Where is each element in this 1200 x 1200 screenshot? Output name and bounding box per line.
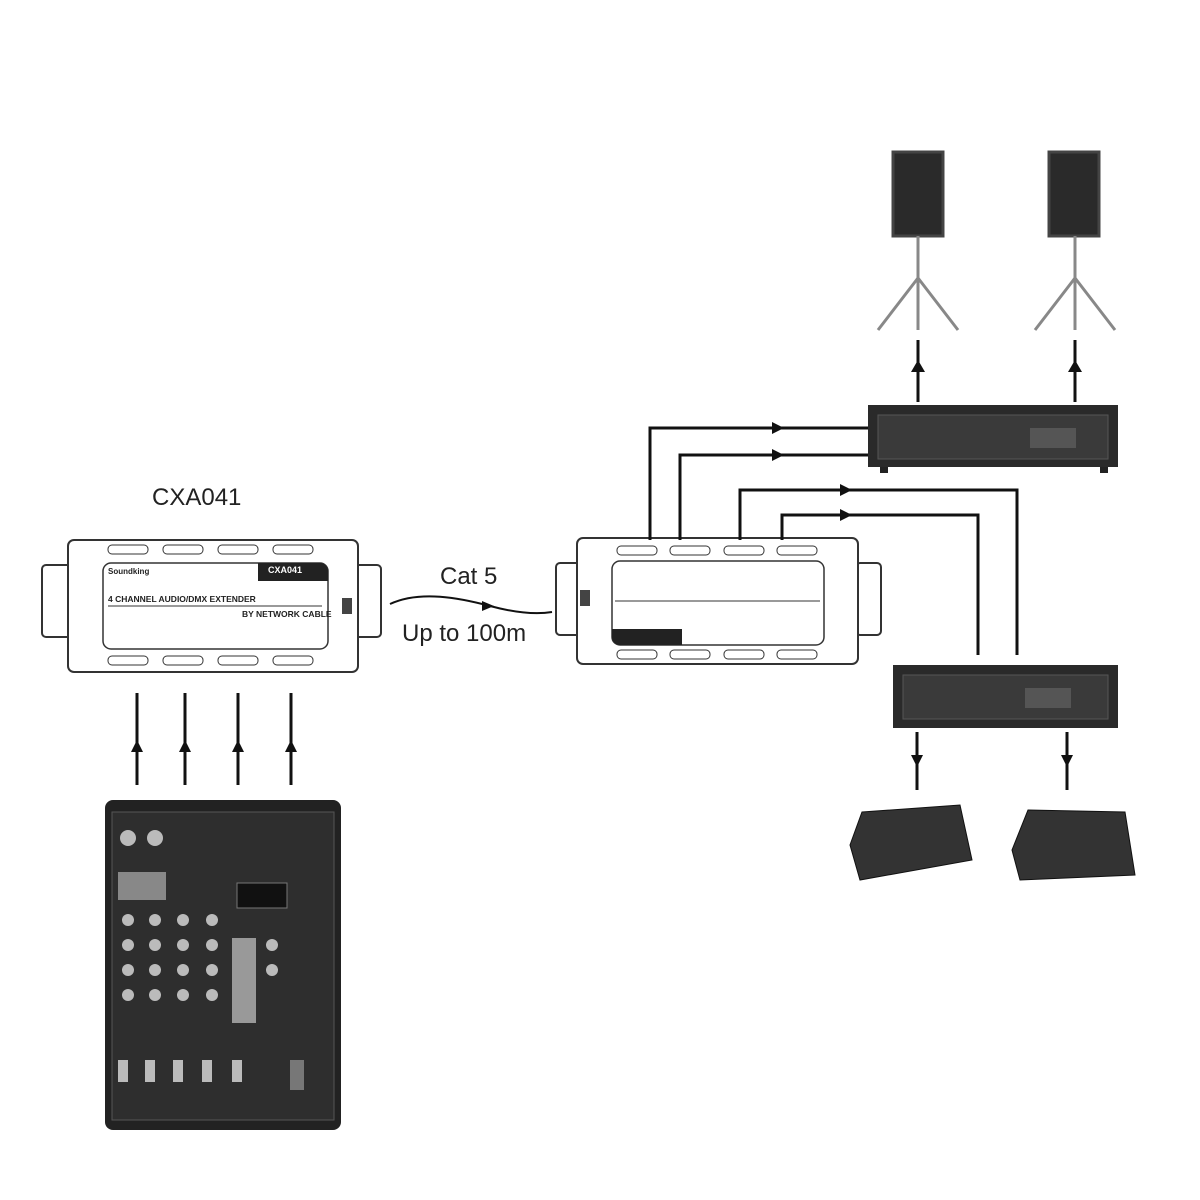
- extender-brand: Soundking: [108, 567, 150, 576]
- speaker-on-stand-right: [1033, 150, 1117, 331]
- mixer-to-extender-lines: [135, 693, 293, 785]
- speaker-on-stand-left: [876, 150, 960, 331]
- floor-monitor-right: [1011, 809, 1136, 881]
- amp-signal-lines: [648, 426, 1019, 655]
- transmitter-model-label: CXA041: [152, 484, 242, 511]
- transmitter-extender: [41, 539, 382, 673]
- audio-mixer: [105, 800, 341, 1130]
- extender-line1: 4 CHANNEL AUDIO/DMX EXTENDER: [108, 594, 256, 604]
- cable-distance-label: Up to 100m: [402, 620, 527, 647]
- extender-badge: CXA041: [268, 565, 303, 575]
- receiver-extender: [555, 537, 882, 665]
- cat5-cable: [389, 595, 553, 615]
- floor-monitor-left: [849, 804, 973, 881]
- power-amplifier-1: [868, 405, 1118, 473]
- cable-type-label: Cat 5: [440, 563, 498, 590]
- power-amplifier-2: [893, 665, 1118, 728]
- extender-line2: BY NETWORK CABLE: [242, 609, 332, 619]
